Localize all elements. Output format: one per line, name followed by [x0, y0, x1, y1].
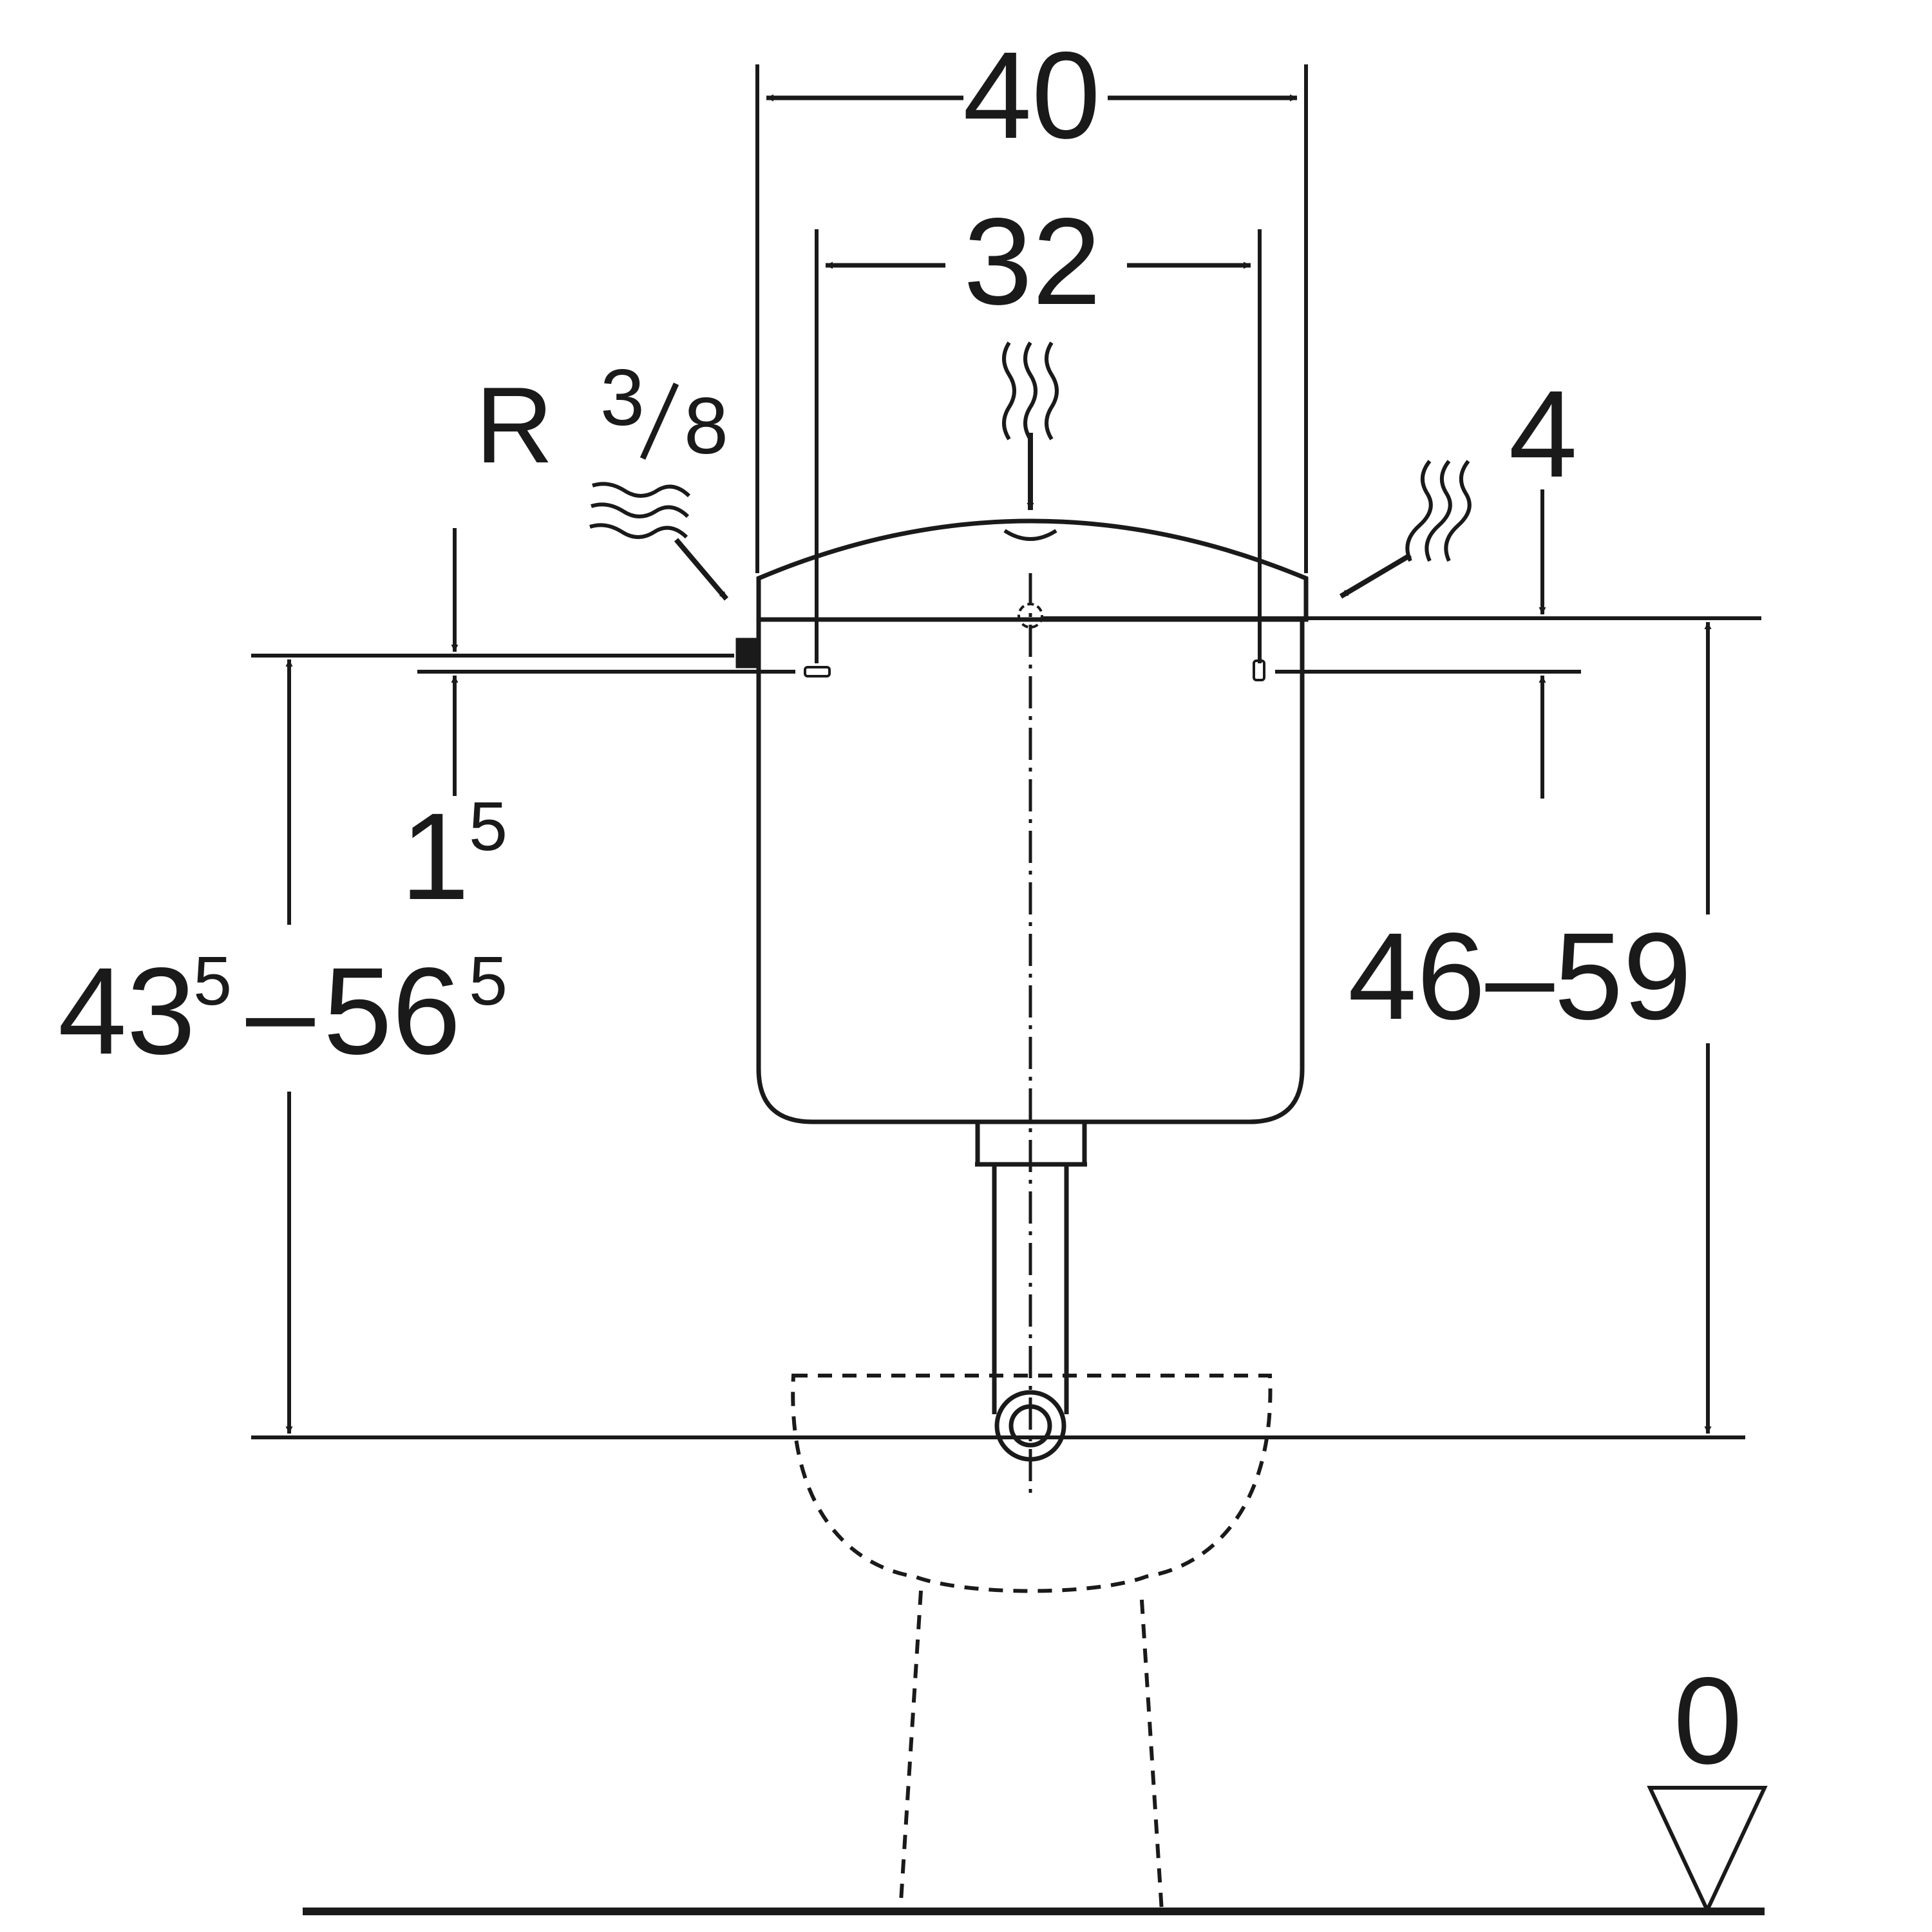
cistern-lid — [756, 518, 1309, 622]
bowl-outline — [791, 1374, 1273, 1593]
label-width-inner: 32 — [963, 192, 1101, 330]
svg-text:5: 5 — [193, 942, 232, 1019]
label-right-height: 46–59 — [1348, 907, 1692, 1045]
label-inlet-offset-top: 4 — [1509, 365, 1578, 503]
cistern-body — [756, 620, 1305, 1124]
inlet-thread-fraction: 3 8 — [600, 354, 728, 471]
label-floor-level: 0 — [1674, 1651, 1743, 1790]
svg-text:8: 8 — [684, 382, 728, 471]
bowl-pedestal — [898, 1590, 1164, 1913]
labels: 40 32 R 3 8 4 1 5 43 5 – 56 5 46–59 0 — [58, 26, 1742, 1790]
svg-text:1: 1 — [401, 787, 469, 925]
label-width-outer: 40 — [963, 26, 1101, 164]
label-left-height: 43 5 – 56 5 — [58, 942, 507, 1080]
inlet-marker-right — [1253, 659, 1265, 681]
floor-level-triangle — [1647, 1786, 1768, 1915]
side-button — [735, 638, 760, 668]
cistern-lid-notch — [1003, 529, 1057, 541]
pipe-tube — [992, 1164, 1069, 1414]
water-inlet-right — [1339, 460, 1472, 599]
water-inlet-top — [1002, 341, 1059, 510]
svg-text:3: 3 — [600, 354, 645, 442]
cistern — [735, 518, 1309, 1124]
svg-text:56: 56 — [323, 942, 461, 1080]
label-left-offset: 1 5 — [401, 787, 507, 925]
svg-text:5: 5 — [469, 942, 507, 1019]
svg-text:–: – — [246, 942, 315, 1080]
water-inlet-left — [589, 482, 729, 601]
label-inlet-thread: R — [475, 365, 553, 486]
svg-text:5: 5 — [469, 787, 507, 865]
svg-text:43: 43 — [58, 942, 196, 1080]
inlet-marker-left — [804, 666, 831, 677]
